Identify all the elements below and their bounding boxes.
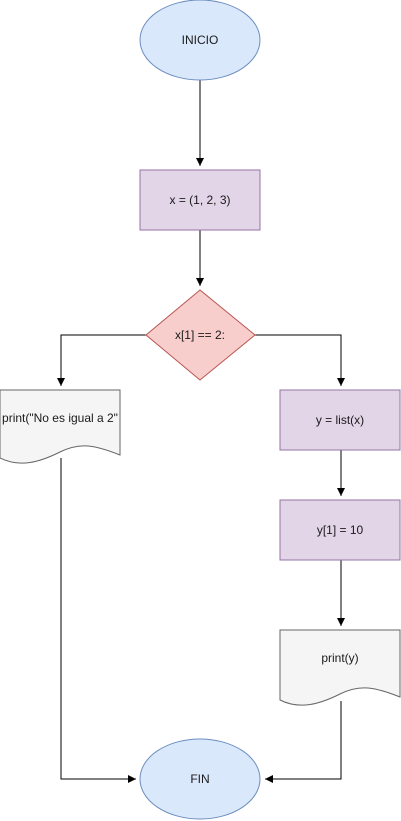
print-no-node[interactable]: print("No es igual a 2" [0,389,121,464]
to-list-label: y = list(x) [316,413,364,427]
start-node-label: INICIO [182,33,219,47]
assign-x-label: x = (1, 2, 3) [169,193,230,207]
end-node[interactable]: FIN [139,738,261,820]
to-list-node[interactable]: y = list(x) [279,389,401,451]
edge-print-no-to-end [60,458,136,783]
edge-decision-to-list [255,334,345,386]
assign-x-node[interactable]: x = (1, 2, 3) [139,169,261,231]
decision-node[interactable]: x[1] == 2: [145,289,256,381]
set-item-label: y[1] = 10 [317,523,364,537]
print-no-label: print("No es igual a 2" [2,411,118,425]
edges [57,80,345,783]
edge-print-y-to-end [265,701,342,783]
print-y-label: print(y) [321,651,358,665]
end-node-label: FIN [190,772,209,786]
decision-label: x[1] == 2: [175,328,225,342]
edge-decision-to-print-no [57,334,146,386]
start-node[interactable]: INICIO [139,0,261,81]
set-item-node[interactable]: y[1] = 10 [279,499,401,561]
print-y-node[interactable]: print(y) [279,629,401,706]
